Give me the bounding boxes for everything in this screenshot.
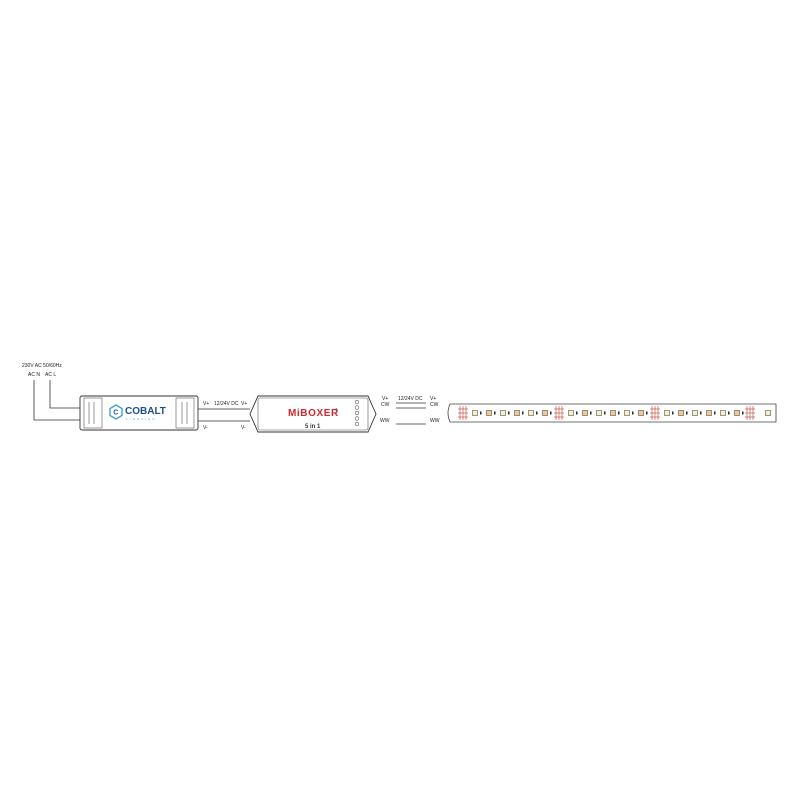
resistor-icon (686, 411, 688, 415)
resistor-icon (590, 411, 592, 415)
cobalt-logo-icon: C (109, 404, 123, 420)
resistor-icon (618, 411, 620, 415)
resistor-icon (672, 411, 674, 415)
led-chip-icon (706, 410, 712, 416)
resistor-icon (536, 411, 538, 415)
resistor-icon (728, 411, 730, 415)
mains-supply-label: 230V AC 50/60Hz (22, 363, 62, 369)
psu-out-pos-label: V+ (203, 401, 209, 407)
led-chip-icon (624, 410, 630, 416)
led-chip-icon (596, 410, 602, 416)
led-chip-icon (692, 410, 698, 416)
led-chip-icon (638, 410, 644, 416)
led-chip-icon (720, 410, 726, 416)
controller-registered-mark: ® (335, 407, 338, 412)
led-chip-icon (514, 410, 520, 416)
controller-brand: MiBOXER (288, 408, 339, 419)
resistor-icon (632, 411, 634, 415)
miboxer-controller: MiBOXER ® 5 in 1 (249, 395, 377, 433)
strip-ww-label: WW (430, 418, 440, 424)
svg-text:C: C (113, 409, 118, 416)
resistor-icon (522, 411, 524, 415)
resistor-icon (576, 411, 578, 415)
led-chip-icon (542, 410, 548, 416)
svg-text:MiBOXER: MiBOXER (288, 408, 339, 419)
strip-voltage-label: 12/24V DC (398, 396, 423, 402)
psu-brand-sub: LIGHTING (126, 417, 157, 421)
psu-out-neg-label: V- (203, 425, 208, 431)
mains-live-wire (49, 380, 80, 409)
led-chip-icon (472, 410, 478, 416)
mains-neutral-wire (33, 380, 80, 421)
power-supply: C COBALT LIGHTING (79, 395, 199, 431)
resistor-icon (646, 411, 648, 415)
resistor-icon (480, 411, 482, 415)
led-chip-icon (610, 410, 616, 416)
led-chip-icon (734, 410, 740, 416)
strip-cw-label: CW (430, 402, 439, 408)
ctrl-out-cw-label: CW (381, 402, 390, 408)
led-chip-icon (500, 410, 506, 416)
resistor-icon (700, 411, 702, 415)
ctrl-out-pos-label: V+ (382, 396, 388, 402)
led-chip-icon (664, 410, 670, 416)
resistor-icon (494, 411, 496, 415)
led-chip-icon (582, 410, 588, 416)
dc-voltage-label: 12/24V DC (214, 401, 239, 407)
resistor-icon (550, 411, 552, 415)
ctrl-in-pos-label: V+ (241, 401, 247, 407)
resistor-icon (714, 411, 716, 415)
led-chip-icon (678, 410, 684, 416)
ctrl-in-neg-label: V- (241, 425, 246, 431)
strip-pos-label: V+ (430, 396, 436, 402)
controller-model: 5 in 1 (305, 424, 321, 430)
led-strip (447, 403, 777, 423)
resistor-icon (742, 411, 744, 415)
cut-mark-icon (554, 406, 564, 420)
mains-live-label: AC L (45, 372, 56, 378)
led-chip-icon (765, 410, 771, 416)
ctrl-out-ww-label: WW (380, 418, 390, 424)
mains-neutral-label: AC N (28, 372, 40, 378)
cut-mark-icon (650, 406, 660, 420)
led-chip-icon (486, 410, 492, 416)
cut-mark-icon (745, 406, 755, 420)
psu-brand: COBALT (125, 406, 166, 417)
cut-mark-icon (458, 406, 468, 420)
led-chip-icon (528, 410, 534, 416)
resistor-icon (508, 411, 510, 415)
led-chip-icon (568, 410, 574, 416)
resistor-icon (604, 411, 606, 415)
